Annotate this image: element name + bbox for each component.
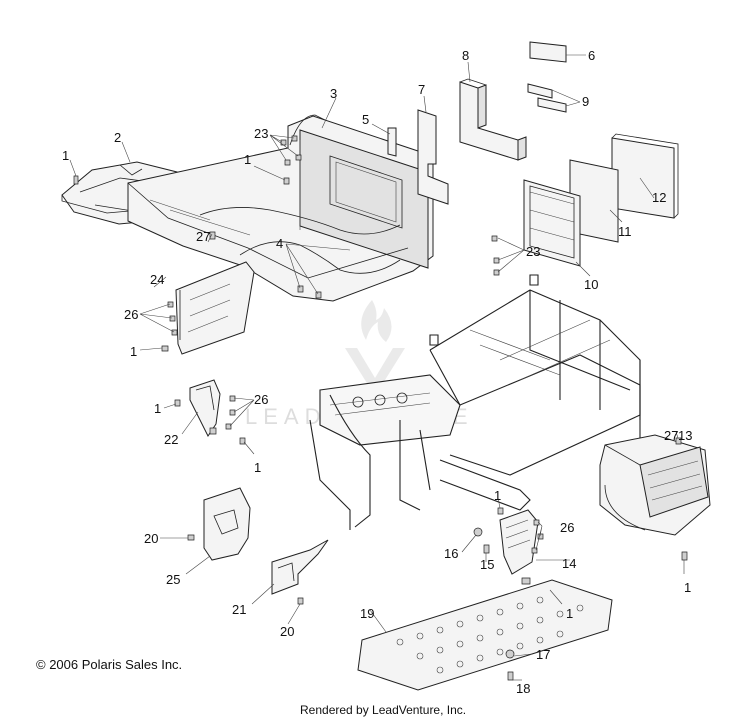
callout-9: 9 — [582, 94, 589, 109]
callout-11: 11 — [618, 224, 632, 239]
part-5-pad — [387, 127, 397, 157]
callout-16: 16 — [444, 546, 458, 561]
callout-5: 5 — [362, 112, 369, 127]
hardware-4 — [297, 285, 322, 299]
callout-labels: 1 2 3 5 7 8 6 9 23 1 12 11 10 23 4 27 24… — [62, 48, 692, 696]
callout-6: 6 — [588, 48, 595, 63]
part-15-fastener — [483, 544, 490, 554]
callout-27-left: 27 — [196, 229, 210, 244]
callout-26-right: 26 — [560, 520, 574, 535]
hardware-23-top — [280, 135, 302, 166]
part-24-side-panel — [175, 261, 255, 355]
callout-7: 7 — [418, 82, 425, 97]
bolt-1e — [239, 437, 246, 445]
callout-21: 21 — [232, 602, 246, 617]
hardware-26b — [225, 395, 236, 430]
main-frame — [309, 274, 641, 530]
callout-19: 19 — [360, 606, 374, 621]
part-13-side-box — [599, 434, 711, 536]
bolt-1f — [681, 551, 688, 561]
rendered-by-text: Rendered by LeadVenture, Inc. — [300, 703, 467, 717]
callout-20-left: 20 — [144, 531, 158, 546]
hardware-27a — [209, 231, 216, 240]
callout-18: 18 — [516, 681, 530, 696]
bolt-20b — [297, 597, 304, 605]
bolt-20a — [187, 534, 195, 541]
callout-13: 13 — [678, 428, 692, 443]
copyright-notice: © 2006 Polaris Sales Inc. — [36, 657, 183, 672]
part-7-pad — [417, 109, 449, 205]
callout-8: 8 — [462, 48, 469, 63]
callout-20-bottom: 20 — [280, 624, 294, 639]
hardware-23-right — [491, 235, 500, 276]
callout-1-bottom: 1 — [566, 606, 573, 621]
part-17-washer — [505, 649, 515, 659]
bolt-1g-top — [497, 507, 504, 515]
part-8-pad — [459, 78, 527, 161]
callout-1-left: 1 — [130, 344, 137, 359]
callout-23-top: 23 — [254, 126, 268, 141]
bolt-1b — [283, 177, 290, 185]
part-14-clip — [521, 577, 531, 585]
callout-1: 1 — [62, 148, 69, 163]
hardware-26c — [531, 519, 544, 554]
callout-17: 17 — [536, 647, 550, 662]
callout-22: 22 — [164, 432, 178, 447]
callout-10: 10 — [584, 277, 598, 292]
hardware-26a — [167, 301, 178, 336]
part-18-fastener — [507, 671, 514, 681]
part-25-bracket — [203, 487, 251, 561]
callout-1-mid: 1 — [154, 401, 161, 416]
callout-26-mid: 26 — [254, 392, 268, 407]
part-12-pad — [611, 133, 679, 219]
callout-24: 24 — [150, 272, 164, 287]
part-19-floor-plate — [357, 579, 613, 691]
bolt-1c — [161, 345, 169, 352]
callout-25: 25 — [166, 572, 180, 587]
callout-3: 3 — [330, 86, 337, 101]
callout-4: 4 — [276, 236, 283, 251]
callout-14: 14 — [562, 556, 576, 571]
part-21-bracket — [271, 539, 329, 595]
nut-26 — [209, 427, 217, 435]
bolt-1a — [73, 175, 79, 185]
bolt-1d — [174, 399, 181, 407]
part-16-washer — [473, 527, 483, 537]
hardware-27b — [675, 437, 682, 445]
callout-27-right: 27 — [664, 428, 678, 443]
part-9-pads — [527, 83, 567, 113]
part-6-pad — [529, 41, 567, 63]
callout-12: 12 — [652, 190, 666, 205]
part-14-bracket — [499, 509, 539, 575]
callout-2: 2 — [114, 130, 121, 145]
callout-1-right: 1 — [684, 580, 691, 595]
callout-15: 15 — [480, 557, 494, 572]
part-22-bracket — [189, 379, 221, 437]
callout-1-center: 1 — [494, 488, 501, 503]
leader-lines — [69, 54, 685, 681]
callout-1-top: 1 — [244, 152, 251, 167]
callout-23-right: 23 — [526, 244, 540, 259]
callout-26-left: 26 — [124, 307, 138, 322]
callout-1-lower: 1 — [254, 460, 261, 475]
part-3-cargo-body — [127, 114, 434, 302]
